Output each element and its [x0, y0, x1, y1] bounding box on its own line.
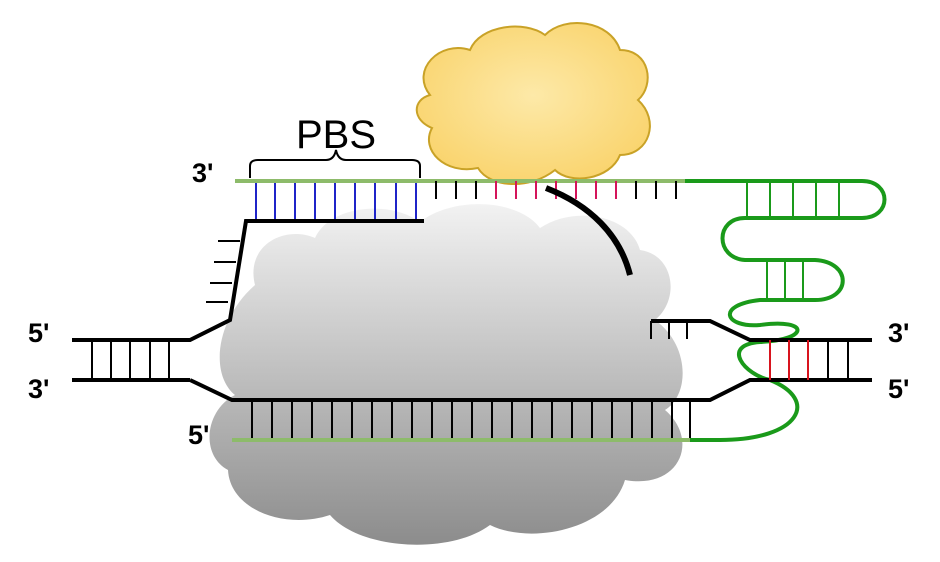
right-black-base-pairs — [827, 340, 849, 380]
yellow-protein-cloud — [415, 22, 651, 185]
green-loop-rungs — [746, 181, 840, 300]
pbs-label: PBS — [296, 113, 376, 157]
pbs-blue-base-pairs — [255, 183, 417, 219]
top-strand-ticks-black — [435, 181, 677, 199]
right-upper-strand — [651, 319, 872, 342]
dark-green-strand — [685, 179, 887, 442]
bottom-green-5prime-label: 5' — [188, 420, 209, 450]
displaced-strand-curve — [544, 185, 633, 276]
bottom-base-pairs — [251, 400, 691, 438]
right-red-base-pairs — [769, 340, 809, 380]
right-upper-3prime-label: 3' — [888, 318, 909, 348]
right-upper-ticks — [650, 321, 688, 339]
left-lower-3prime-label: 3' — [28, 374, 49, 404]
right-lower-5prime-label: 5' — [888, 374, 909, 404]
pbs-brace — [249, 149, 421, 178]
left-upper-5prime-label: 5' — [28, 318, 49, 348]
gray-protein-cloud — [209, 204, 683, 545]
top-strand-3prime-label: 3' — [192, 158, 213, 188]
target-bottom-strand — [189, 378, 872, 402]
flap-side-ticks — [206, 240, 240, 303]
left-dna-duplex — [72, 340, 190, 382]
